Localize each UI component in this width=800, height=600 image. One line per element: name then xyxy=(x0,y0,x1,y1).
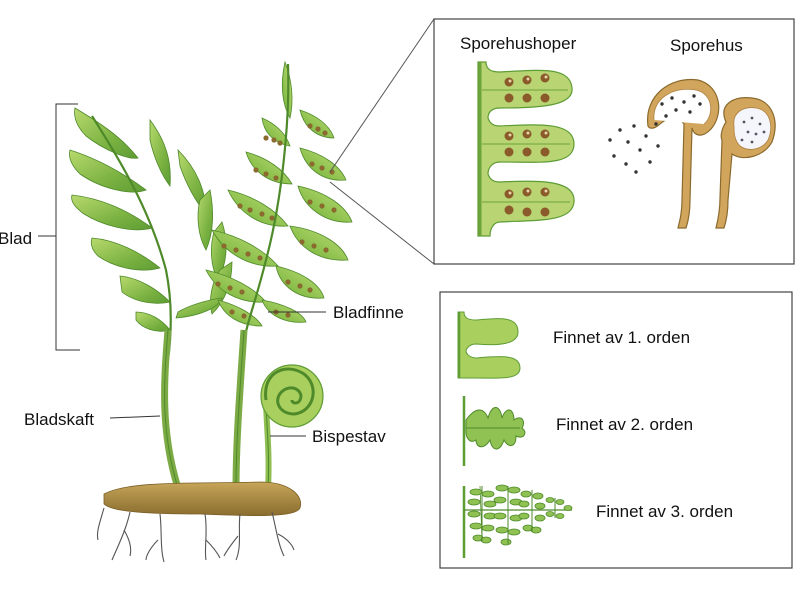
right-frond xyxy=(205,60,353,491)
label-sporehushoper: Sporehushoper xyxy=(460,34,577,53)
sori-clusters xyxy=(504,73,550,217)
label-bladskaft: Bladskaft xyxy=(24,410,94,429)
label-bispestav: Bispestav xyxy=(312,427,386,446)
pinnation-order-2-illustration xyxy=(462,396,526,466)
spores xyxy=(608,94,702,174)
inset-pinnation: Finnet av 1. orden Finnet av 2. orden xyxy=(439,291,793,569)
right-frond-sori xyxy=(215,123,337,319)
label-bladfinne: Bladfinne xyxy=(333,303,404,322)
left-frond-rachis xyxy=(91,115,172,361)
roots xyxy=(96,507,295,563)
pinnation-order-3-illustration xyxy=(462,484,573,558)
label-sporehus: Sporehus xyxy=(670,36,743,55)
blad-bracket xyxy=(38,103,80,351)
sporangia xyxy=(608,78,776,229)
right-frond-rachis xyxy=(242,63,290,341)
leader-bladskaft xyxy=(109,415,161,419)
pinnation-order-1-illustration xyxy=(457,311,521,379)
sori-lobes xyxy=(477,61,575,237)
fiddlehead xyxy=(260,364,324,491)
label-blad: Blad xyxy=(0,229,32,248)
inset-sori: Sporehushoper Sporehus xyxy=(433,18,795,265)
label-orden-1: Finnet av 1. orden xyxy=(553,328,690,347)
left-frond xyxy=(69,107,233,490)
label-orden-3: Finnet av 3. orden xyxy=(596,502,733,521)
left-frond-pinnae xyxy=(69,107,233,332)
rhizome xyxy=(96,481,302,563)
zoom-connector xyxy=(329,18,435,265)
label-orden-2: Finnet av 2. orden xyxy=(556,415,693,434)
